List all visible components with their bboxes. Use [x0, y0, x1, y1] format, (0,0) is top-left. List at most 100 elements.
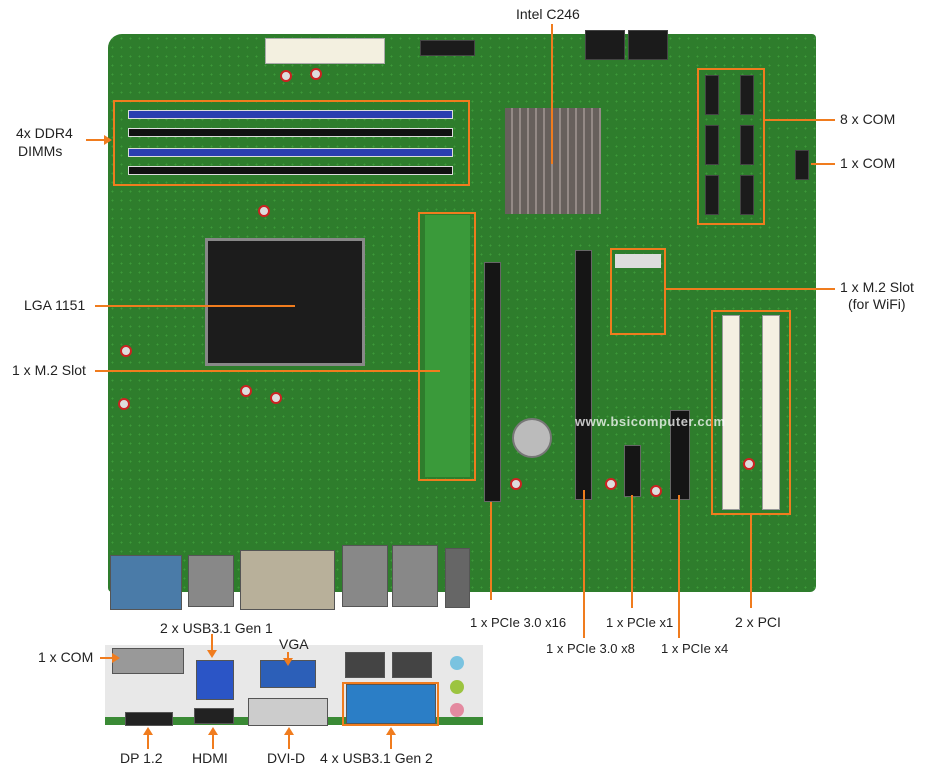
arrow-icon [283, 658, 293, 666]
leader-line [95, 370, 440, 372]
capacitor [118, 398, 130, 410]
label-usb-gen1: 2 x USB3.1 Gen 1 [160, 620, 273, 636]
label-8-com: 8 x COM [840, 111, 896, 127]
label-dvi: DVI-D [267, 750, 306, 766]
label-rear-com: 1 x COM [38, 649, 94, 665]
label-dp: DP 1.2 [120, 750, 163, 766]
leader-line [811, 163, 835, 165]
com-header [740, 75, 754, 115]
com-header [705, 125, 719, 165]
cpu-socket [205, 238, 365, 366]
usb-stack [188, 555, 234, 607]
capacitor [310, 68, 322, 80]
capacitor [650, 485, 662, 497]
m2-wifi-slot [615, 254, 661, 268]
pcie-x1-slot [624, 445, 641, 497]
label-chipset: Intel C246 [516, 6, 580, 22]
capacitor [510, 478, 522, 490]
leader-line [100, 657, 114, 659]
arrow-icon [284, 727, 294, 735]
pci-slot [762, 315, 780, 510]
label-pci: 2 x PCI [735, 614, 781, 630]
arrow-icon [143, 727, 153, 735]
leader-line [666, 288, 835, 290]
capacitor [270, 392, 282, 404]
label-pcie-x4: 1 x PCIe x4 [661, 641, 729, 656]
label-m2-wifi-line1: 1 x M.2 Slot [840, 279, 914, 295]
label-m2: 1 x M.2 Slot [12, 362, 86, 378]
lan-usb-stack [392, 545, 438, 607]
com-highlight [697, 68, 765, 225]
rear-usb-gen2 [346, 684, 436, 724]
label-m2-wifi-line2: (for WiFi) [848, 296, 906, 312]
leader-line [551, 24, 553, 164]
m2-wifi-highlight [610, 248, 666, 335]
leader-line [287, 652, 289, 660]
sata-connector [585, 30, 625, 60]
capacitor [120, 345, 132, 357]
watermark: www.bsicomputer.com [575, 414, 726, 429]
pci-slot [722, 315, 740, 510]
leader-line [765, 119, 835, 121]
leader-line [212, 733, 214, 749]
leader-line [583, 490, 585, 638]
dimm-slot [128, 110, 453, 119]
leader-line [390, 733, 392, 749]
label-1-com: 1 x COM [840, 155, 896, 171]
capacitor [743, 458, 755, 470]
pcie-x16-slot [484, 262, 501, 502]
label-hdmi: HDMI [192, 750, 228, 766]
com-header [740, 125, 754, 165]
pci-highlight [711, 310, 791, 515]
com-header [795, 150, 809, 180]
label-pcie-x1: 1 x PCIe x1 [606, 615, 674, 630]
leader-line [750, 515, 752, 608]
dimm-highlight [113, 100, 470, 186]
label-dimm-line2: DIMMs [18, 143, 63, 159]
com-port [110, 555, 182, 610]
rear-usb-gen1 [196, 660, 234, 700]
pcie-x4-slot [670, 410, 690, 500]
audio-jack [450, 656, 464, 670]
leader-line [211, 634, 213, 652]
label-cpu-socket: LGA 1151 [24, 297, 86, 313]
atx-power-connector [265, 38, 385, 64]
capacitor [605, 478, 617, 490]
label-dimm-line1: 4x DDR4 [16, 125, 73, 141]
vga-dvi-stack [240, 550, 335, 610]
leader-line [147, 733, 149, 749]
rear-lan-port [392, 652, 432, 678]
usb-gen2-highlight [342, 682, 439, 726]
pcie-x8-slot [575, 250, 592, 500]
arrow-icon [112, 653, 120, 663]
chipset-heatsink [505, 108, 601, 214]
dimm-slot [128, 128, 453, 137]
capacitor [258, 205, 270, 217]
audio-jack [450, 703, 464, 717]
m2-highlight [418, 212, 476, 481]
label-pcie-x16: 1 x PCIe 3.0 x16 [470, 615, 567, 630]
label-pcie-x8: 1 x PCIe 3.0 x8 [546, 641, 635, 656]
rear-dp-port [125, 712, 173, 726]
label-usb-gen2: 4 x USB3.1 Gen 2 [320, 750, 433, 766]
leader-line [288, 733, 290, 749]
header-connector [420, 40, 475, 56]
m2-slot [425, 215, 470, 477]
leader-line [95, 305, 295, 307]
dimm-slot [128, 148, 453, 157]
audio-jack [450, 680, 464, 694]
com-header [740, 175, 754, 215]
leader-line [490, 502, 492, 600]
dimm-slot [128, 166, 453, 175]
arrow-icon [208, 727, 218, 735]
leader-line [631, 495, 633, 608]
cmos-battery [512, 418, 552, 458]
com-header [705, 75, 719, 115]
rear-hdmi-port [194, 708, 234, 724]
arrow-icon [386, 727, 396, 735]
rear-lan-port [345, 652, 385, 678]
arrow-icon [207, 650, 217, 658]
capacitor [280, 70, 292, 82]
arrow-icon [104, 135, 112, 145]
rear-com-port [112, 648, 184, 674]
